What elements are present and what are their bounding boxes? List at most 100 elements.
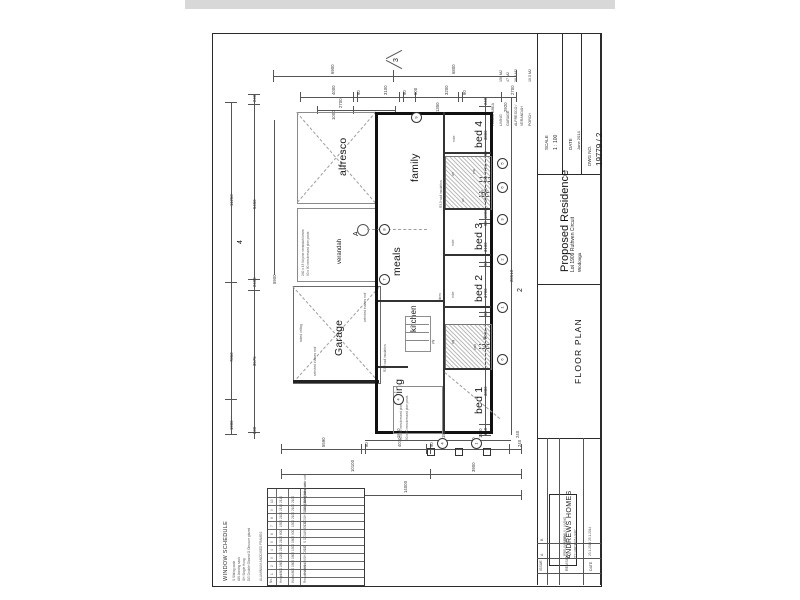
window-tag[interactable]: 1	[471, 438, 482, 449]
dim-top-inner-5: 900	[413, 87, 418, 95]
note-verandah-beam: 240 x 43 l/d pine verandah beam	[301, 229, 305, 276]
ws-cell-req: DG Sliding door unit	[303, 474, 307, 503]
window-tag[interactable]: 1	[497, 302, 508, 313]
ws-cell-height: 1200	[279, 551, 283, 559]
scale-label: SCALE	[544, 135, 549, 150]
window-schedule-legend-4: DG Double Glazed O Obscure glazed	[247, 527, 251, 581]
dwg-no-value: 19779 / 2	[595, 132, 604, 166]
window-tag[interactable]: 4	[393, 394, 404, 405]
room-label-wc: wc	[461, 198, 465, 202]
window-tag[interactable]: 4	[437, 438, 448, 449]
window-schedule-table: No. Height Width Requirements 1 1800 180…	[267, 474, 365, 586]
ws-cell-width: 1800	[291, 551, 295, 559]
revision-table: ISSUE REVISION DATE A PRELIMINARY 23.1.2…	[537, 438, 601, 585]
sheet-title: FLOOR PLAN	[573, 318, 583, 384]
ws-cell-width: 900	[291, 529, 295, 535]
dim-left-inner-5450: 5450	[252, 199, 257, 209]
room-label-bed3: bed 3	[473, 222, 485, 250]
room-label-bed2: bed 2	[473, 274, 485, 302]
ws-header-no: No.	[269, 578, 273, 583]
dim-left-inner-2400: 2400	[252, 277, 257, 287]
dim-top-inner-3: 3100	[383, 85, 388, 95]
floor-plan-drawing: alfresco verandah 240 x 43 l/d pine vera…	[275, 104, 520, 456]
ws-cell-width: 2100	[291, 503, 295, 511]
ws-cell-height: 2100	[279, 535, 283, 543]
ws-cell-width: 1500	[291, 519, 295, 527]
revision-row-issue: A	[540, 553, 544, 556]
ws-cell-no: 9	[270, 509, 274, 511]
revision-header-date: DATE	[589, 561, 593, 571]
revision-row-date: 23.1.2014	[588, 541, 592, 556]
pier-symbol	[483, 448, 491, 456]
ws-cell-height: 1800	[279, 567, 283, 575]
window-schedule: WINDOW SCHEDULE S Sliding sash AW Awning…	[215, 474, 365, 586]
room-label-linen: linen	[438, 293, 442, 300]
pantry-detail	[405, 316, 431, 352]
date-value: June 2014	[576, 131, 581, 150]
room-label-alfresco: alfresco	[337, 137, 349, 176]
window-tag[interactable]: 7	[379, 274, 390, 285]
company-logo-box: ANDREWS HOMES PTY. LIMITED B.L.9427	[549, 490, 577, 566]
ws-cell-no: 6	[270, 533, 274, 535]
ws-cell-req: S AW	[303, 567, 307, 575]
ws-cell-height: 1800	[279, 559, 283, 567]
dim-bottom-total-14000: 14000	[403, 480, 408, 493]
window-tag[interactable]: 6	[497, 182, 508, 193]
revision-header-issue: ISSUE	[539, 560, 543, 571]
dim-bottom-5590: 5590	[321, 437, 326, 447]
dim-left-outer-2: 7860	[229, 352, 234, 362]
section-symbol-circle	[357, 224, 369, 236]
window-schedule-note: ALUMINIUM ANODISED FRAMES	[259, 531, 263, 581]
ws-cell-height: 2100	[279, 543, 283, 551]
ws-cell-width: 2100	[291, 511, 295, 519]
dim-bottom-90b: 90	[429, 442, 434, 447]
ws-cell-no: 10	[270, 499, 274, 503]
ws-cell-req: S DG	[303, 535, 307, 543]
room-label-wc-2: wc	[482, 336, 486, 340]
ws-cell-width: 1800	[291, 567, 295, 575]
dim-bottom-outer-3900: 3900	[471, 462, 476, 472]
ws-cell-width: 1800	[291, 535, 295, 543]
ws-cell-no: 7	[270, 525, 274, 527]
ws-header-width: Width	[291, 574, 295, 583]
window-tag[interactable]: 6	[497, 354, 508, 365]
ws-cell-no: 5	[270, 541, 274, 543]
room-label-ens: ens	[472, 168, 476, 174]
window-tag[interactable]: 5	[497, 158, 508, 169]
window-tag[interactable]: 8	[379, 224, 390, 235]
room-label-robe-3: robe	[451, 239, 455, 246]
revision-row-issue: B	[540, 538, 544, 541]
section-mark-3: 3	[393, 58, 400, 62]
revision-row-revision: FAMILY / LIVING	[563, 516, 567, 541]
room-label-robe-2: robe	[451, 291, 455, 298]
note-selected-trusses: selected trusses roof	[363, 292, 367, 322]
note-verandah-posts: 90 x 90 mm dressed pine posts	[306, 231, 310, 276]
section-mark-4: 4	[237, 240, 244, 244]
dim-bottom-outer-10100: 10100	[350, 459, 355, 472]
wall-outer-top	[375, 112, 493, 115]
window-schedule-legend-3: SH Single Hung	[242, 558, 246, 581]
room-porch	[393, 386, 443, 434]
ws-cell-width: 1500	[291, 543, 295, 551]
window-schedule-legend-1: S Sliding sash	[232, 560, 236, 581]
ws-cell-no: 4	[270, 549, 274, 551]
room-label-garage: Garage	[333, 319, 345, 356]
drawing-sheet: SCALE 1 : 100 DATE June 2014 DWG NO. 197…	[212, 33, 604, 587]
dwg-no-label: DWG NO.	[587, 145, 592, 166]
room-garage	[293, 286, 381, 384]
dim-left-inner-240: 240	[252, 94, 257, 102]
ws-cell-no: 2	[270, 565, 274, 567]
dim-left-inner-3575: 3575	[252, 356, 257, 366]
window-tag[interactable]: 3	[497, 214, 508, 225]
wall-outer-right	[490, 112, 493, 434]
scale-value: 1 : 100	[553, 134, 559, 150]
revision-row-date: 25.1.2014	[588, 526, 592, 541]
room-label-bed4: bed 4	[473, 120, 485, 148]
revision-header-revision: REVISION	[565, 553, 569, 571]
window-tag[interactable]: 9	[411, 112, 422, 123]
window-schedule-heading: WINDOW SCHEDULE	[223, 520, 229, 581]
window-tag[interactable]: 2	[497, 254, 508, 265]
wall-outer-bottom	[375, 431, 493, 434]
ws-cell-height: 2110	[279, 504, 283, 511]
